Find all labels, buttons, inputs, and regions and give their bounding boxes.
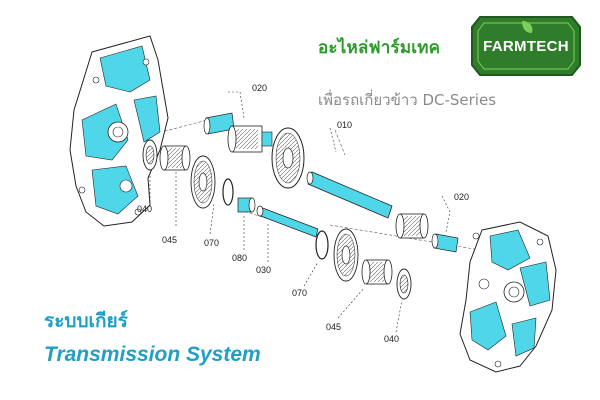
- left-needle-bearing: [159, 145, 191, 171]
- lower-gear: [333, 228, 359, 282]
- part-label-right-020: 020: [454, 192, 469, 202]
- part-label-top-020: 020: [252, 83, 267, 93]
- left-bearing: [142, 139, 158, 171]
- left-snap-ring: [222, 178, 234, 206]
- big-gear: [271, 127, 305, 189]
- part-label-shaft-030: 030: [256, 265, 271, 275]
- lower-bearing: [396, 268, 412, 300]
- lower-shaft: [256, 205, 319, 238]
- part-labels: 020 010 020 040 045 070 080 030 070 045 …: [137, 83, 469, 344]
- left-gear: [190, 155, 216, 209]
- left-housing: [69, 35, 169, 227]
- part-label-shaft-010: 010: [337, 120, 352, 130]
- part-label-mid-070: 070: [292, 288, 307, 298]
- part-label-left-080: 080: [232, 253, 247, 263]
- farmtech-logo: [471, 16, 581, 76]
- system-thai-title: ระบบเกียร์: [44, 310, 128, 332]
- main-shaft: [306, 171, 393, 219]
- right-sleeve: [431, 233, 459, 253]
- logo-text: FARMTECH: [483, 38, 569, 55]
- system-english-title: Transmission System: [44, 343, 261, 366]
- splined-hub: [227, 125, 273, 153]
- part-label-left-045: 045: [162, 235, 177, 245]
- part-label-left-070: 070: [204, 238, 219, 248]
- brand-subtitle: เพื่อรถเกี่ยวข้าว DC-Series: [318, 91, 497, 109]
- right-housing: [459, 221, 557, 373]
- mid-snap-ring: [315, 230, 329, 260]
- part-label-bottom-045: 045: [326, 322, 341, 332]
- brand-thai-name: อะไหล่ฟาร์มเทค: [318, 38, 441, 58]
- collar: [237, 197, 256, 213]
- leaf-icon: [522, 21, 533, 33]
- leader-lines: [149, 91, 451, 333]
- right-needle-bearing: [395, 213, 429, 239]
- part-label-bottom-040: 040: [384, 334, 399, 344]
- part-label-left-040: 040: [137, 204, 152, 214]
- lower-needle-bearing: [361, 259, 393, 285]
